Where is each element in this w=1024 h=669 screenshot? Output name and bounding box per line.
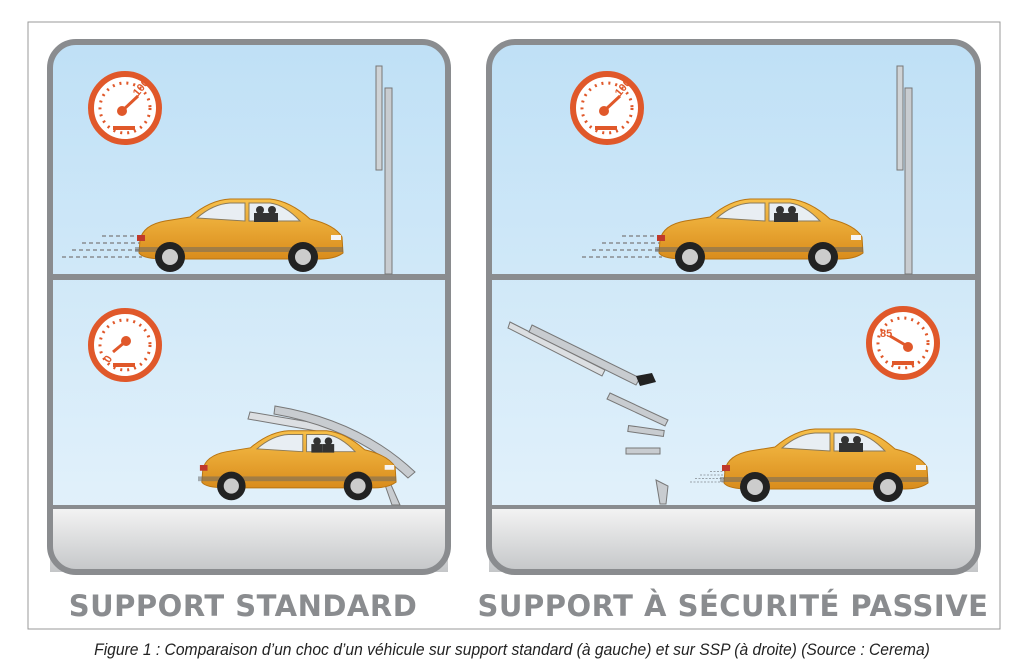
right-ground [489, 507, 978, 572]
right-frame [486, 39, 981, 575]
speedometer-before: 100 [570, 71, 644, 145]
breakaway-pole [507, 321, 669, 505]
speedometer-before: 100 [88, 71, 162, 145]
left-panel-title: SUPPORT STANDARD [69, 589, 418, 623]
figure-caption: Figure 1 : Comparaison d’un choc d’un vé… [94, 640, 930, 659]
right-panel: 100 85 [486, 39, 981, 575]
speed-after-value: 85 [880, 328, 892, 340]
speedometer-after: 0 [88, 308, 162, 382]
right-panel-title: SUPPORT À SÉCURITÉ PASSIVE [478, 589, 989, 623]
sign-pole [375, 65, 393, 275]
speed-after-value: 0 [102, 354, 115, 365]
bent-pole [247, 405, 416, 506]
left-ground [50, 507, 448, 572]
sign-pole [896, 65, 913, 275]
speedometer-after: 85 [866, 306, 940, 380]
left-frame [47, 39, 451, 575]
left-panel: 100 0 [47, 39, 451, 575]
